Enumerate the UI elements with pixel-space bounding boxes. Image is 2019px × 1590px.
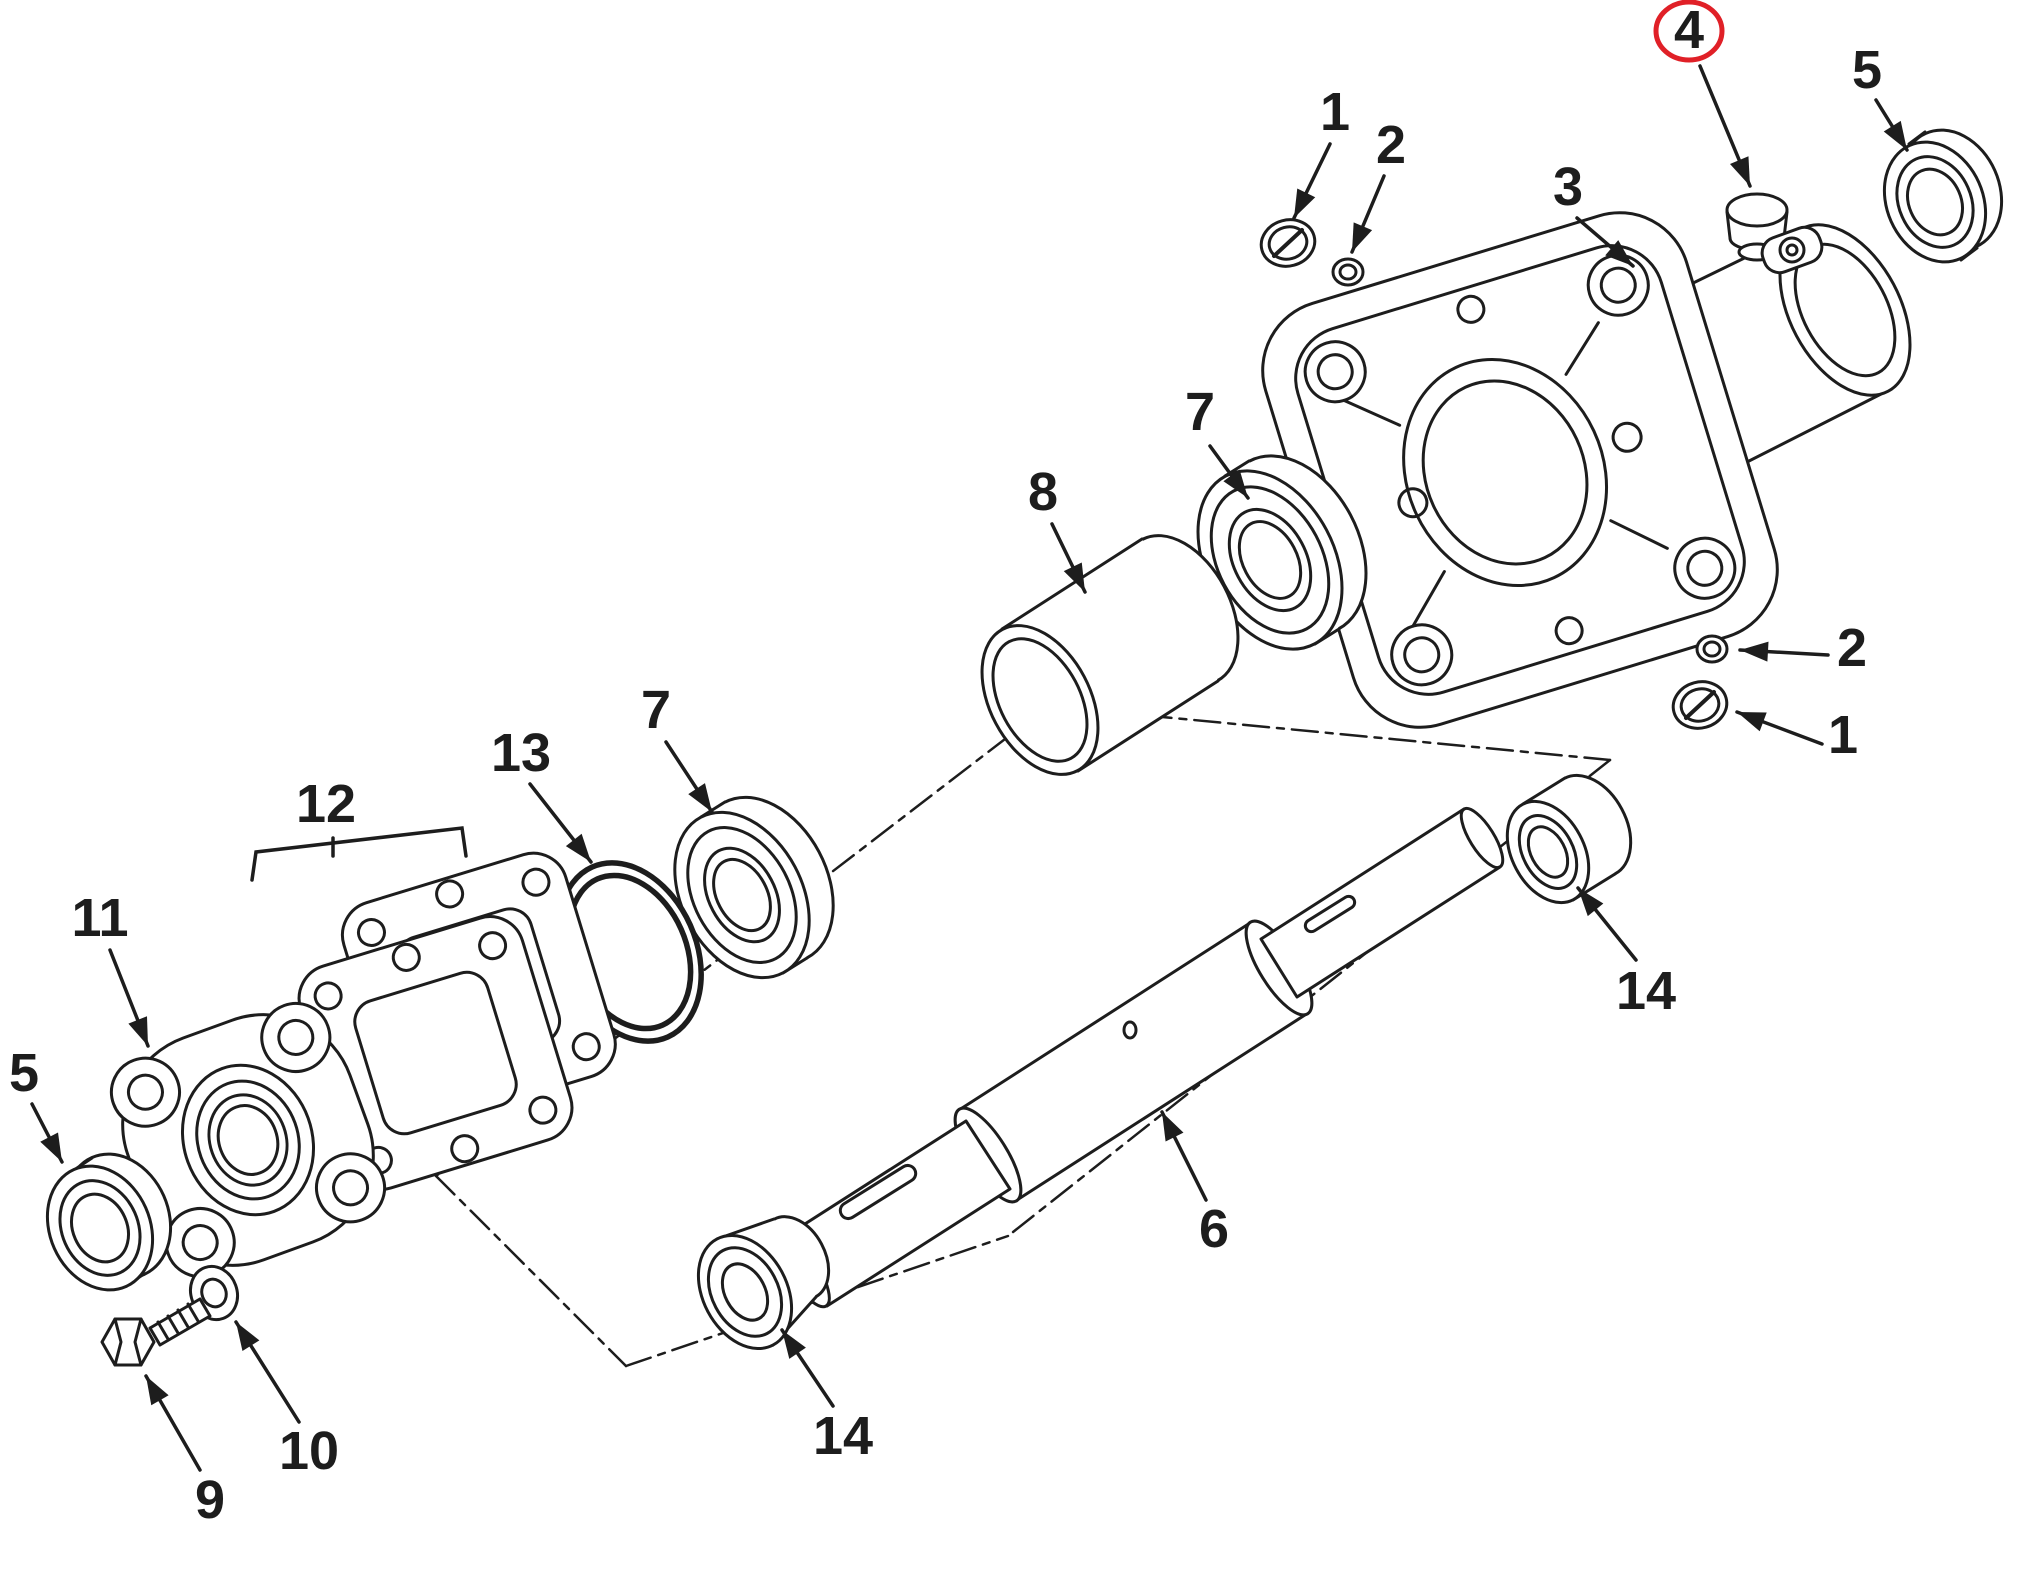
screw-bottom <box>1671 680 1729 730</box>
bearing-lower <box>673 795 835 980</box>
oil-seal-right <box>1882 128 2004 264</box>
leader-arrow <box>1575 216 1635 268</box>
callout-4-highlighted: 4 <box>1653 0 1752 188</box>
callout-label: 6 <box>1199 1199 1229 1259</box>
callout-label: 1 <box>1320 82 1350 142</box>
callout-7-upper: 7 <box>1185 382 1250 500</box>
callout-label: 14 <box>1616 961 1676 1021</box>
bracket <box>250 826 468 882</box>
leader-arrow <box>1208 444 1250 500</box>
leader-arrow <box>234 1320 301 1424</box>
callout-label: 2 <box>1376 115 1406 175</box>
shaft <box>779 806 1505 1309</box>
callout-14-left: 14 <box>780 1328 873 1466</box>
leader-arrow <box>1292 142 1332 220</box>
bearing-upper <box>1196 454 1368 651</box>
callout-8: 8 <box>1028 462 1087 594</box>
callout-3: 3 <box>1553 157 1635 268</box>
callout-label: 12 <box>296 774 356 834</box>
callout-5-topright: 5 <box>1852 40 1909 152</box>
spacer-sleeve <box>980 534 1240 776</box>
callout-label: 9 <box>195 1470 225 1530</box>
callout-label: 13 <box>491 723 551 783</box>
barrel-lug <box>1760 225 1824 275</box>
leader-arrow <box>1576 886 1638 962</box>
callout-10: 10 <box>234 1320 339 1481</box>
callout-label: 3 <box>1553 157 1583 217</box>
callout-label: 1 <box>1828 705 1858 765</box>
callout-label: 2 <box>1837 618 1867 678</box>
callout-14-right: 14 <box>1576 886 1676 1021</box>
leader-arrow <box>144 1374 202 1472</box>
callout-6: 6 <box>1160 1110 1229 1259</box>
callout-label: 4 <box>1674 0 1704 60</box>
leader-arrow <box>1738 641 1830 662</box>
bolt <box>100 1297 212 1367</box>
leader-arrow <box>1050 522 1087 594</box>
leader-arrow <box>1735 710 1824 746</box>
leader-arrow <box>1350 174 1386 254</box>
callout-9: 9 <box>144 1374 225 1530</box>
oil-seal-left <box>45 1152 173 1292</box>
bushing-right <box>1505 773 1633 905</box>
callout-11: 11 <box>71 888 150 1048</box>
callout-label: 14 <box>813 1406 873 1466</box>
callout-label: 8 <box>1028 462 1058 522</box>
callout-2-right: 2 <box>1738 618 1867 678</box>
leader-arrow <box>108 948 150 1048</box>
callout-label: 5 <box>1852 40 1882 100</box>
highlight-circle <box>1653 0 1725 63</box>
callout-label: 5 <box>9 1043 39 1103</box>
callout-1-right: 1 <box>1735 705 1858 765</box>
callout-label: 10 <box>279 1421 339 1481</box>
leader-arrow <box>30 1102 64 1164</box>
leader-arrow <box>1874 98 1909 152</box>
screw-top <box>1259 218 1317 268</box>
callout-label: 11 <box>71 888 128 948</box>
leader-arrow <box>528 782 593 864</box>
housing-plate <box>1261 211 1779 729</box>
callout-7-lower: 7 <box>641 680 714 814</box>
callouts: 1 2 3 4 5 7 8 2 <box>9 0 1909 1530</box>
callout-1-top: 1 <box>1292 82 1350 220</box>
bushing-left <box>696 1215 831 1351</box>
leader-arrow <box>1698 64 1752 188</box>
callout-2-top: 2 <box>1350 115 1406 254</box>
o-ring-top <box>1331 257 1365 287</box>
leader-arrow <box>1160 1110 1208 1202</box>
callout-label: 7 <box>641 680 671 740</box>
callout-13: 13 <box>491 723 593 864</box>
callout-12: 12 <box>250 774 468 882</box>
callout-5-left: 5 <box>9 1043 64 1164</box>
flange-retainer <box>109 1001 387 1279</box>
callout-label: 7 <box>1185 382 1215 442</box>
leader-arrow <box>780 1328 835 1408</box>
leader-arrow <box>664 740 714 814</box>
o-ring-right <box>1695 634 1729 664</box>
